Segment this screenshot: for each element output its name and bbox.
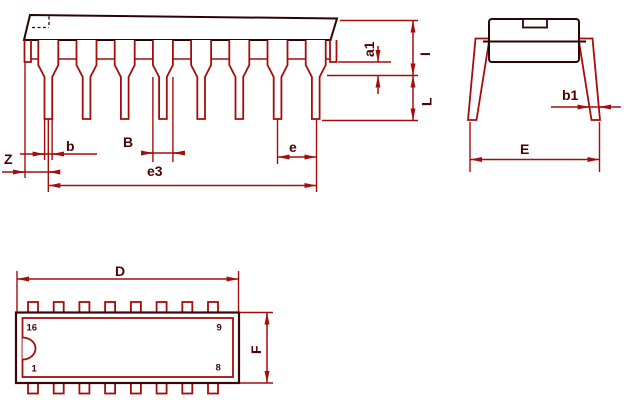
pin-number-9: 9 [217,323,222,334]
end-leg-right [577,37,601,121]
index-dashed-corner [32,16,50,29]
side-dimension-lines [2,20,416,188]
dim-label-E: E [520,141,529,157]
pin1-index-notch [22,336,37,361]
lead [304,40,327,120]
dim-label-B: B [123,134,133,150]
lead [152,40,174,120]
top-body-outer [14,311,241,385]
dim-label-I: I [417,52,433,56]
dim-label-F: F [248,345,264,354]
dim-label-z: Z [4,151,13,167]
dim-label-b1: b1 [562,87,579,103]
dim-label-e: e [289,139,297,155]
lead [228,40,251,120]
pin-number-8: 8 [216,363,221,374]
dim-label-e3: e3 [147,163,163,179]
pin-number-1: 1 [32,364,38,375]
top-view: D F 16 9 1 8 [14,263,273,395]
end-leg-left [467,37,491,121]
top-dimension-lines [16,271,273,384]
side-flange-left [23,40,32,63]
side-leads [37,40,327,120]
dim-label-a1: a1 [361,41,377,57]
end-dimension-lines [469,104,621,172]
top-pins-lower [27,382,219,395]
side-view: Z b B e3 e a1 I L [2,13,435,192]
lead [113,40,136,120]
end-view: b1 E [467,18,621,172]
lead [75,40,98,120]
lead [190,40,212,120]
side-body [22,13,339,41]
pin-number-16: 16 [27,323,38,334]
dim-label-L: L [419,97,435,106]
top-pins-upper [27,301,219,314]
dim-label-D: D [115,263,125,279]
lead [266,40,289,120]
lead [37,40,60,120]
dim-label-b: b [66,138,75,154]
end-body-notch [522,18,548,29]
side-flange-right [329,40,338,63]
